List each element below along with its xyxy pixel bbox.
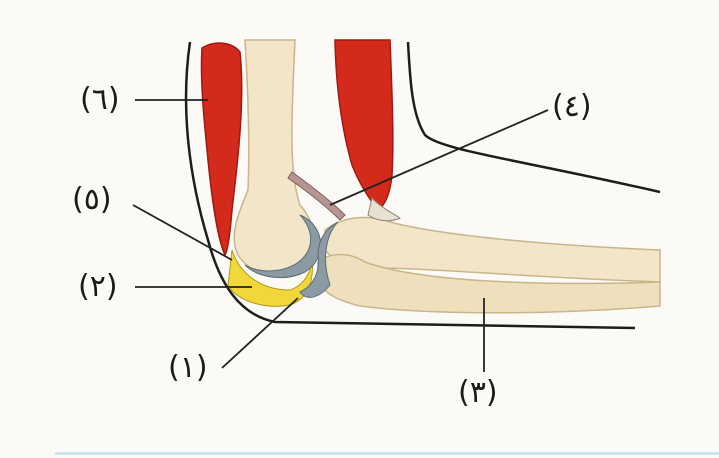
label-4: (٤) [552,89,592,124]
label-6: (٦) [80,82,120,117]
page-divider [55,452,719,455]
ulna-cartilage [299,221,339,298]
ligament [287,171,346,221]
leader-line-5 [132,204,233,261]
label-5: (٥) [72,182,112,217]
leader-line-1 [221,297,299,369]
radius-bone [317,253,661,314]
biceps-muscle [334,39,394,212]
arm-skin-outline-upper [406,41,661,194]
label-3: (٣) [458,375,498,410]
humerus-bone [233,39,315,276]
triceps-muscle [200,42,243,257]
label-1: (١) [168,350,208,385]
biceps-tendon [367,196,402,222]
label-2: (٢) [78,269,118,304]
arm-skin-outline [184,41,636,330]
leader-line-4 [329,109,549,206]
